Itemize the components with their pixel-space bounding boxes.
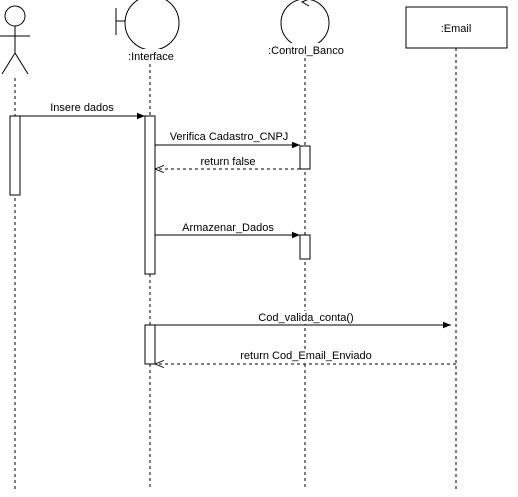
interface-activation-1[interactable] xyxy=(144,115,156,275)
control-label: :Control_Banco xyxy=(268,45,344,57)
actor-activation[interactable] xyxy=(9,115,21,196)
actor-head xyxy=(4,5,26,27)
email-object-box[interactable] xyxy=(405,6,508,49)
message-label-verifica-cadastro: Verifica Cadastro_CNPJ xyxy=(170,131,289,143)
actor-left-leg xyxy=(1,52,16,75)
message-label-insere-dados: Insere dados xyxy=(50,102,114,114)
actor-right-leg xyxy=(14,52,29,75)
interface-label: :Interface xyxy=(128,51,174,63)
boundary-circle xyxy=(124,0,180,51)
control-circle xyxy=(280,0,330,48)
message-label-armazenar-dados: Armazenar_Dados xyxy=(182,222,274,234)
message-label-cod-valida-conta: Cod_valida_conta() xyxy=(258,312,353,324)
message-label-return-cod-email: return Cod_Email_Enviado xyxy=(240,350,371,362)
control-icon[interactable] xyxy=(280,0,330,48)
boundary-icon[interactable] xyxy=(115,0,180,51)
control-arrowhead xyxy=(300,0,310,7)
email-label: :Email xyxy=(441,23,472,35)
control-activation-1[interactable] xyxy=(299,145,311,170)
message-label-return-false: return false xyxy=(200,156,255,168)
actor-figure[interactable] xyxy=(0,5,30,75)
interface-activation-2[interactable] xyxy=(144,324,156,365)
control-activation-2[interactable] xyxy=(299,234,311,260)
